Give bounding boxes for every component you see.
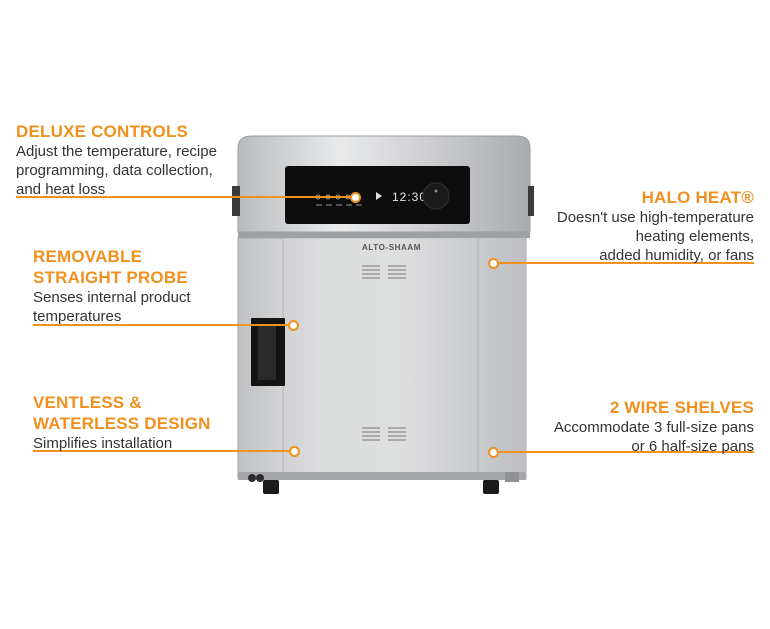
- feet: [248, 472, 519, 494]
- callout-ventless: VENTLESS & WATERLESS DESIGN Simplifies i…: [33, 392, 211, 453]
- callout-desc-line: Senses internal product: [33, 289, 191, 306]
- leader-line-halo: [499, 262, 754, 264]
- door-handle: [251, 318, 285, 386]
- svg-text:ALTO-SHAAM: ALTO-SHAAM: [362, 243, 421, 252]
- callout-title: STRAIGHT PROBE: [33, 268, 188, 287]
- leader-line-deluxe: [16, 196, 351, 198]
- leader-dot-deluxe: [350, 192, 361, 203]
- callout-desc-line: programming, data collection,: [16, 162, 213, 179]
- control-knob: [422, 182, 450, 210]
- callout-title: WATERLESS DESIGN: [33, 414, 211, 433]
- leader-line-shelves: [499, 451, 754, 453]
- leader-line-ventless: [33, 450, 289, 452]
- callout-title: 2 WIRE SHELVES: [609, 398, 754, 417]
- vent-upper: [362, 265, 406, 279]
- leader-dot-shelves: [488, 447, 499, 458]
- callout-desc-line: Simplifies installation: [33, 435, 173, 452]
- callout-desc-line: temperatures: [33, 308, 122, 325]
- vent-lower: [362, 427, 406, 441]
- callout-title: VENTLESS &: [33, 393, 142, 412]
- callout-desc-line: Adjust the temperature, recipe: [16, 143, 217, 160]
- callout-wire-shelves: 2 WIRE SHELVES Accommodate 3 full-size p…: [554, 397, 754, 456]
- callout-desc-line: heating elements,: [635, 228, 754, 245]
- leader-line-probe: [33, 324, 288, 326]
- leader-dot-probe: [288, 320, 299, 331]
- callout-removable-probe: REMOVABLE STRAIGHT PROBE Senses internal…: [33, 246, 191, 326]
- callout-halo-heat: HALO HEAT® Doesn't use high-temperature …: [557, 187, 754, 265]
- callout-deluxe-controls: DELUXE CONTROLS Adjust the temperature, …: [16, 121, 217, 199]
- leader-dot-ventless: [289, 446, 300, 457]
- brand-logo: ALTO-SHAAM: [362, 243, 421, 252]
- display-time: 12:30: [392, 190, 427, 204]
- callout-desc-line: or 6 half-size pans: [631, 438, 754, 455]
- callout-title: DELUXE CONTROLS: [16, 122, 189, 141]
- callout-desc-line: and heat loss: [16, 181, 106, 198]
- leader-dot-halo: [488, 258, 499, 269]
- callout-desc-line: added humidity, or fans: [599, 247, 754, 264]
- callout-title: REMOVABLE: [33, 247, 143, 266]
- callout-desc-line: Accommodate 3 full-size pans: [553, 419, 754, 436]
- control-panel: 12:30: [285, 166, 470, 224]
- callout-title: HALO HEAT®: [641, 188, 754, 207]
- callout-desc-line: Doesn't use high-temperature: [556, 209, 754, 226]
